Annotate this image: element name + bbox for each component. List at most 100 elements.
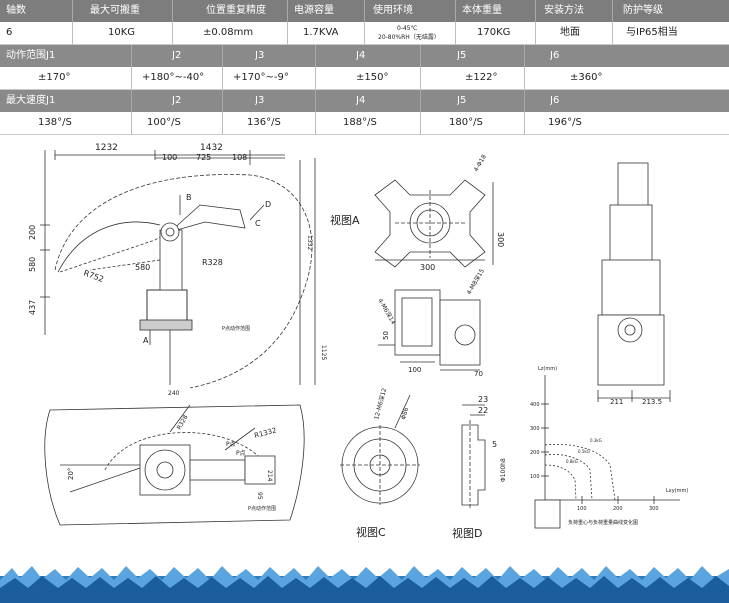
speed-header-j5: J5 (457, 95, 467, 106)
view-d-drawing (461, 404, 486, 510)
speed-header-j4: J4 (356, 95, 366, 106)
label-c: C (255, 219, 261, 228)
dim-100: 100 (162, 153, 177, 162)
view-d-title: 视图D (452, 526, 482, 540)
spec-value-weight: 170KG (477, 27, 511, 38)
label-p-point-1: P点 (226, 440, 236, 448)
range-header-j1: 动作范围J1 (6, 50, 56, 61)
label-d: D (265, 200, 271, 209)
spec-row2-header: 动作范围J1 J2 J3 J4 J5 J6 (0, 45, 729, 67)
dim-phi100h8: Φ100h8 (500, 458, 507, 482)
spec-header-weight: 本体重量 (462, 5, 502, 16)
range-header-j2: J2 (172, 50, 182, 61)
technical-drawing: 1232 1432 100 725 108 200 580 437 580 R7… (28, 143, 688, 540)
graph-xtick-200: 200 (613, 506, 623, 512)
dim-r1332: R1332 (253, 426, 277, 440)
dim-20deg: 20° (67, 468, 75, 480)
dim-580: 580 (135, 263, 150, 272)
spec-header-protection: 防护等级 (623, 5, 663, 16)
dim-300-bottom: 300 (420, 263, 435, 272)
spec-header-mounting: 安装方法 (544, 5, 584, 16)
dim-300-right: 300 (496, 232, 505, 247)
wave-footer-decoration (0, 566, 729, 603)
speed-value-j5: 180°/S (449, 117, 483, 128)
range-header-j6: J6 (550, 50, 560, 61)
speed-header-j3: J3 (255, 95, 265, 106)
drawing-labels: 1232 1432 100 725 108 200 580 437 580 R7… (28, 143, 688, 540)
spec-row3-values: 138°/S 100°/S 136°/S 188°/S 180°/S 196°/… (0, 112, 729, 135)
load-graph (534, 375, 680, 529)
graph-xtick-100: 100 (577, 506, 587, 512)
dim-r752: R752 (82, 268, 105, 284)
dim-580-left: 580 (28, 257, 37, 272)
label-b: B (186, 193, 192, 202)
spec-value-mounting: 地面 (560, 27, 580, 38)
dim-70: 70 (474, 370, 483, 378)
dim-50: 50 (382, 331, 390, 340)
spec-value-payload: 10KG (108, 27, 136, 38)
dim-4-m8: 4-M8深15 (465, 267, 486, 296)
range-value-j2: +180°~-40° (142, 72, 205, 83)
spec-row1-header: 轴数 最大可搬重 位置重复精度 电源容量 使用环境 本体重量 安装方法 防护等级 (0, 0, 729, 22)
dim-5: 5 (492, 440, 497, 449)
graph-curve-0-8kg: 0.8kG (566, 459, 578, 464)
view-c-title: 视图C (356, 525, 386, 539)
graph-xlabel: Lxy(mm) (666, 488, 688, 494)
dim-12-m6: 12-M6深12 (372, 387, 388, 421)
graph-caption: 负荷重心与负荷重量曲线变化图 (568, 519, 638, 526)
graph-ytick-100: 100 (530, 474, 540, 480)
speed-header-j1: 最大速度J1 (6, 95, 56, 106)
speed-value-j2: 100°/S (147, 117, 181, 128)
range-value-j4: ±150° (356, 72, 389, 83)
range-value-j6: ±360° (570, 72, 603, 83)
spec-row1-values: 6 10KG ±0.08mm 1.7KVA 0-45℃ 20-80%RH（无结露… (0, 22, 729, 45)
graph-xtick-300: 300 (649, 506, 659, 512)
graph-ytick-300: 300 (530, 426, 540, 432)
middle-part-drawing (378, 289, 481, 371)
dim-4-m6: 4-M6深14 (376, 297, 397, 326)
dim-1125: 1125 (320, 345, 327, 360)
side-view (40, 150, 316, 389)
dim-1332: 1332 (306, 235, 313, 250)
graph-ylabel: Lz(mm) (538, 366, 557, 372)
dim-r328-top: R328 (176, 414, 190, 431)
speed-value-j1: 138°/S (38, 117, 72, 128)
range-header-j4: J4 (356, 50, 366, 61)
label-p-range-top: P点动作范围 (248, 505, 276, 512)
dim-437: 437 (28, 300, 37, 315)
range-value-j5: ±122° (465, 72, 498, 83)
spec-table: 轴数 最大可搬重 位置重复精度 电源容量 使用环境 本体重量 安装方法 防护等级… (0, 0, 729, 135)
spec-header-axes: 轴数 (6, 5, 26, 16)
graph-ytick-200: 200 (530, 450, 540, 456)
dim-r328: R328 (202, 258, 223, 267)
spec-header-environment: 使用环境 (373, 5, 413, 16)
dim-phi86: Φ86 (400, 407, 410, 421)
speed-value-j3: 136°/S (247, 117, 281, 128)
dim-108: 108 (232, 153, 247, 162)
spec-value-protection: 与IP65相当 (626, 27, 678, 38)
dim-725: 725 (196, 153, 211, 162)
spec-header-repeatability: 位置重复精度 (206, 5, 266, 16)
range-value-j1: ±170° (38, 72, 71, 83)
dim-23: 23 (478, 395, 488, 404)
right-side-drawing (597, 162, 671, 402)
dim-213-5: 213.5 (642, 398, 662, 406)
top-view (44, 404, 305, 526)
spec-row2-values: ±170° +180°~-40° +170°~-9° ±150° ±122° ±… (0, 67, 729, 90)
spec-value-temp: 0-45℃ (397, 25, 418, 32)
spec-header-payload: 最大可搬重 (90, 5, 140, 16)
dim-95: 95 (256, 492, 263, 500)
range-header-j3: J3 (255, 50, 265, 61)
speed-value-j6: 196°/S (548, 117, 582, 128)
dim-22: 22 (478, 406, 488, 415)
view-c-drawing (340, 394, 420, 505)
view-a-drawing (374, 179, 494, 268)
label-a: A (143, 336, 149, 345)
range-header-j5: J5 (457, 50, 467, 61)
label-p-range-side: P点动作范围 (222, 325, 250, 332)
label-p-point-2: P点 (236, 449, 246, 457)
dim-211: 211 (610, 398, 623, 406)
spec-value-repeatability: ±0.08mm (203, 27, 254, 38)
dim-214: 214 (266, 470, 273, 482)
dim-1432: 1432 (200, 143, 223, 153)
